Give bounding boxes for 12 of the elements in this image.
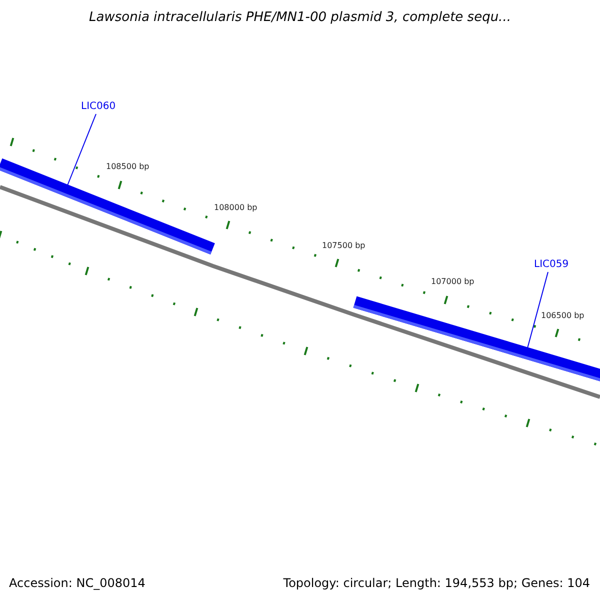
position-label: 107500 bp xyxy=(322,241,366,250)
title: Lawsonia intracellularis PHE/MN1-00 plasmid 3, complete sequ... xyxy=(88,10,512,25)
position-label: 108500 bp xyxy=(106,162,150,171)
position-label: 108000 bp xyxy=(214,203,258,212)
leader-line xyxy=(527,272,548,348)
leader-line xyxy=(67,114,96,186)
gene-label: LIC059 xyxy=(534,259,569,270)
info-text: Topology: circular; Length: 194,553 bp; Genes: 104 xyxy=(283,576,590,590)
position-label: 107000 bp xyxy=(431,277,474,286)
gene-label: LIC060 xyxy=(81,101,116,112)
info-text: Accession: NC_008014 xyxy=(9,576,146,590)
position-label: 106500 bp xyxy=(541,311,584,320)
